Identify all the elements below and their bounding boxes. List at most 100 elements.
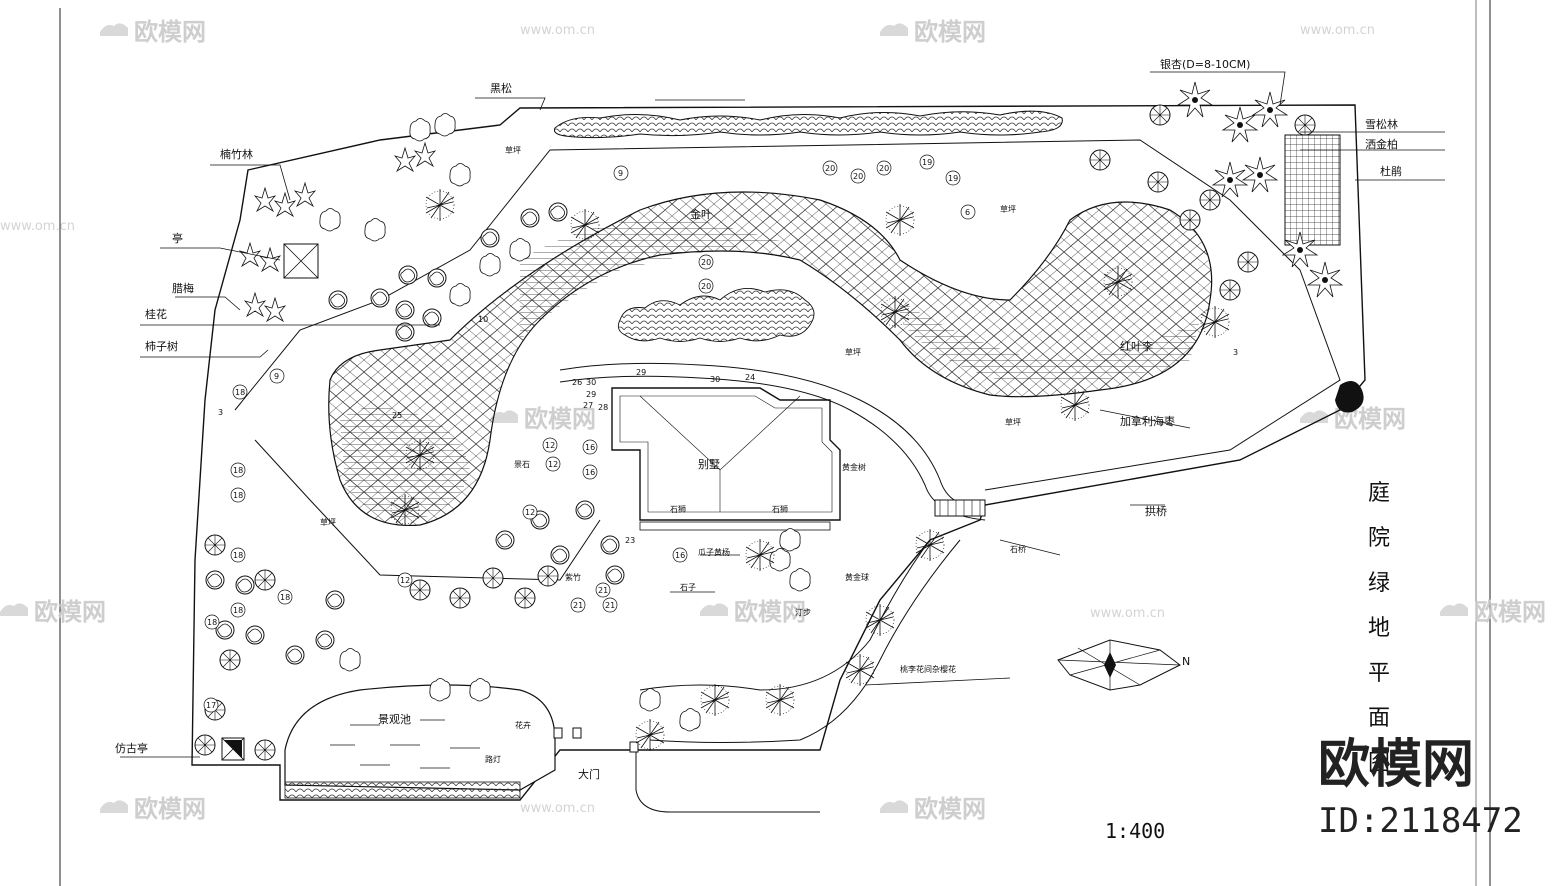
label-stepping: 汀步 xyxy=(795,608,811,617)
label-villa: 别墅 xyxy=(698,458,720,471)
plant-number: 30 xyxy=(586,378,596,387)
villa-building xyxy=(611,387,841,531)
plant-number: 12 xyxy=(525,508,535,517)
rockery-dark xyxy=(1335,381,1364,413)
plant-number: 12 xyxy=(548,460,558,469)
watermark-text: 欧模网 xyxy=(134,18,206,46)
label-lawn: 草坪 xyxy=(845,347,861,357)
label-osmanthus: 桂花 xyxy=(145,307,167,321)
title-char: 地 xyxy=(1368,616,1390,641)
brand-name: 欧模网 xyxy=(1318,735,1474,795)
label-lawn: 草坪 xyxy=(1005,417,1021,427)
tree-strip xyxy=(639,539,931,691)
tree-strip-2 xyxy=(649,539,961,743)
label-canary-date: 加拿利海枣 xyxy=(1120,414,1175,428)
stone-path-2 xyxy=(559,375,986,521)
plant-number: 18 xyxy=(233,466,243,475)
cedar-grid-block xyxy=(1284,134,1341,246)
label-bamboo: 紫竹 xyxy=(565,572,581,582)
gate xyxy=(553,727,639,753)
plant-number: 9 xyxy=(274,372,279,381)
plant-number: 3 xyxy=(218,408,223,417)
watermark-text: 欧模网 xyxy=(1474,598,1546,626)
plant-number: 30 xyxy=(710,375,720,384)
north-mark: N xyxy=(1182,655,1190,668)
watermark-url: www.om.cn xyxy=(1300,23,1375,38)
title-char: 庭 xyxy=(1368,481,1390,506)
plant-number: 25 xyxy=(392,411,402,420)
label-golden-cypress: 洒金柏 xyxy=(1365,137,1398,151)
plant-number: 10 xyxy=(478,315,488,324)
watermark-layer: 欧模网 www.om.cn 欧模网 www.om.cn www.om.cn 欧模… xyxy=(0,18,1546,823)
plant-number: 26 xyxy=(572,378,582,387)
label-fountain-stone: 景石 xyxy=(514,460,530,469)
label-ginkgo: 银杏(D=8-10CM) xyxy=(1160,57,1250,71)
label-lawn: 草坪 xyxy=(320,517,336,527)
plant-number: 6 xyxy=(965,208,970,217)
watermark-url: www.om.cn xyxy=(520,23,595,38)
plant-number: 21 xyxy=(573,601,583,610)
plant-number: 9 xyxy=(618,169,623,178)
label-lamp: 路灯 xyxy=(485,754,501,764)
hatch-patch-2 xyxy=(900,300,1200,383)
watermark-text: 欧模网 xyxy=(914,795,986,823)
plant-number: 29 xyxy=(636,368,646,377)
plant-number: 3 xyxy=(1233,348,1238,357)
landscape-pond xyxy=(284,684,556,791)
watermark-text: 欧模网 xyxy=(734,598,806,626)
plant-number: 16 xyxy=(585,468,595,477)
label-stone-lion: 石狮 xyxy=(670,505,686,514)
watermark-text: 欧模网 xyxy=(134,795,206,823)
label-cedar-forest: 雪松林 xyxy=(1365,117,1398,131)
stone-bridge xyxy=(934,499,986,517)
label-golden-ball: 黄金球 xyxy=(845,572,869,582)
label-flower-mix: 花卉 xyxy=(515,720,531,730)
plant-number: 18 xyxy=(207,618,217,627)
watermark-text: 欧模网 xyxy=(34,598,106,626)
inner-path-2 xyxy=(254,439,601,581)
plant-number: 20 xyxy=(879,164,889,173)
watermark-text: 欧模网 xyxy=(914,18,986,46)
title-char: 绿 xyxy=(1368,571,1390,596)
label-wintersweet: 腊梅 xyxy=(172,281,194,295)
brand-id: ID:2118472 xyxy=(1318,801,1523,841)
plant-number-markers: 9 20 20 20 19 19 6 20 20 9 18 18 18 18 1… xyxy=(203,154,1238,713)
leader-lines xyxy=(120,71,1445,758)
plant-number: 27 xyxy=(583,401,593,410)
title-char: 图 xyxy=(1368,751,1390,776)
plant-number: 20 xyxy=(825,164,835,173)
plant-number: 20 xyxy=(853,172,863,181)
stone-path xyxy=(559,362,986,507)
pond-edge-gravel xyxy=(284,781,521,799)
inner-path xyxy=(234,139,1341,491)
plant-number: 19 xyxy=(948,174,958,183)
black-pine-hedge xyxy=(554,110,1063,139)
hatch-patch-1 xyxy=(520,218,780,340)
watermark-url: www.om.cn xyxy=(0,219,75,234)
plant-number: 18 xyxy=(233,606,243,615)
label-lawn: 草坪 xyxy=(1000,204,1016,214)
cloud-hedge xyxy=(617,287,815,342)
plant-number: 23 xyxy=(625,536,635,545)
plant-number: 21 xyxy=(605,601,615,610)
plant-number: 18 xyxy=(280,593,290,602)
label-black-pine: 黑松 xyxy=(490,81,512,95)
label-antique-pavilion: 仿古亭 xyxy=(115,741,148,755)
plant-number: 19 xyxy=(922,158,932,167)
plant-number: 18 xyxy=(233,551,243,560)
plan-title: 庭 院 绿 地 平 面 图 xyxy=(1368,481,1390,776)
plant-number: 12 xyxy=(400,576,410,585)
plant-number: 20 xyxy=(701,258,711,267)
title-char: 院 xyxy=(1368,526,1390,551)
watermark-text: 欧模网 xyxy=(524,405,596,433)
plan-labels: 银杏(D=8-10CM) 黑松 楠竹林 亭 腊梅 桂花 柿子树 雪松林 洒金柏 … xyxy=(115,57,1402,781)
pavilion-symbol xyxy=(283,243,319,279)
plant-number: 17 xyxy=(206,701,216,710)
label-gold-leaf: 金叶 xyxy=(690,207,712,221)
label-pond: 景观池 xyxy=(378,713,411,726)
plant-number: 16 xyxy=(675,551,685,560)
title-char: 平 xyxy=(1368,661,1390,686)
brand-overlay: 欧模网 ID:2118472 xyxy=(1318,735,1523,841)
label-arch-bridge: 拱桥 xyxy=(1145,504,1167,518)
